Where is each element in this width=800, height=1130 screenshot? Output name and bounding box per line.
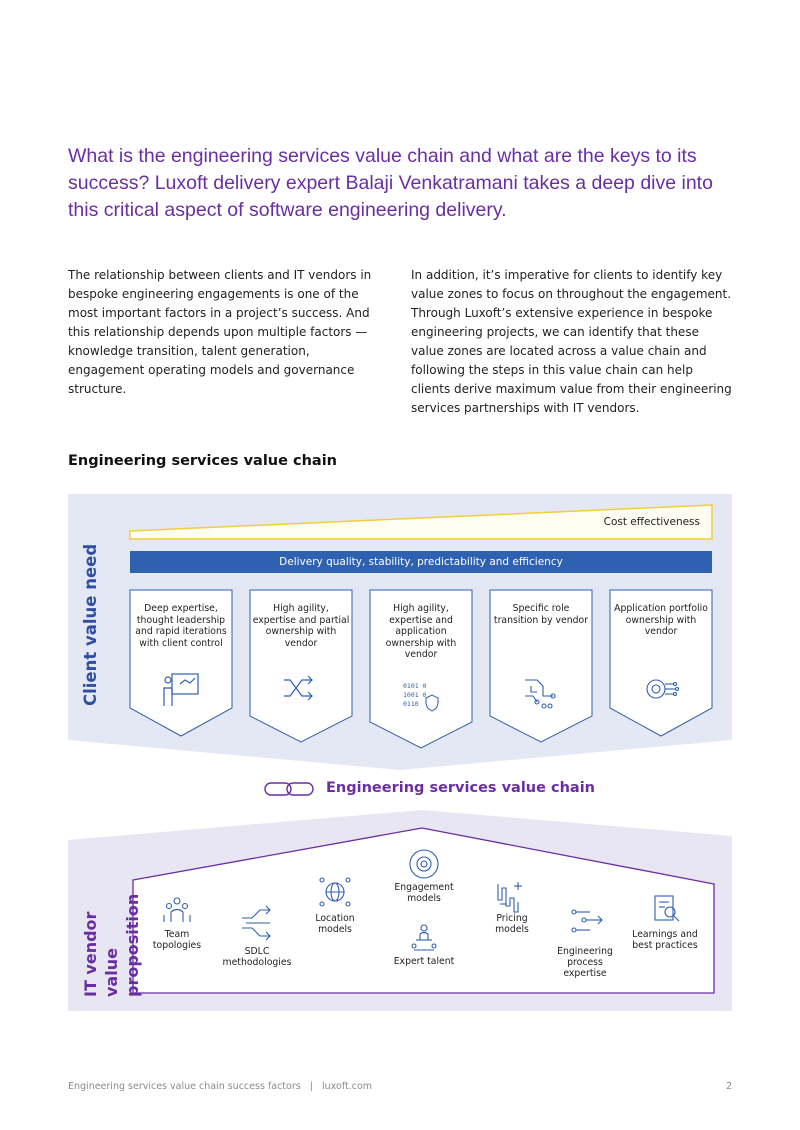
section-title: Engineering services value chain bbox=[68, 453, 337, 469]
card-3 bbox=[369, 589, 473, 749]
body-text-right: In addition, it’s imperative for clients… bbox=[411, 268, 732, 415]
vendor-item-sdlc-methodologies: SDLC methodologies bbox=[222, 946, 292, 968]
svg-text:1001 0: 1001 0 bbox=[403, 691, 427, 699]
globe-network-icon bbox=[319, 877, 351, 907]
gear-cycle-icon bbox=[409, 849, 439, 879]
card-2-text: High agility, expertise and partial owne… bbox=[252, 603, 350, 649]
expert-talent-icon bbox=[411, 924, 437, 951]
presenter-board-icon bbox=[163, 673, 199, 706]
gear-circuit-icon bbox=[646, 679, 680, 699]
vendor-item-team-topologies: Team topologies bbox=[152, 929, 202, 951]
card-2 bbox=[249, 589, 353, 743]
vendor-item-pricing-models: Pricing models bbox=[495, 913, 529, 935]
client-value-need-label: Client value need bbox=[81, 543, 100, 706]
card-5 bbox=[609, 589, 713, 737]
svg-text:0110: 0110 bbox=[403, 700, 419, 708]
team-icon bbox=[163, 897, 191, 922]
vendor-item-learnings-best-practices: Learnings and best practices bbox=[632, 929, 698, 951]
card-1 bbox=[129, 589, 233, 737]
vendor-house-outline bbox=[132, 827, 715, 994]
card-5-text: Application portfolio ownership with ven… bbox=[614, 603, 708, 637]
card-4 bbox=[489, 589, 593, 743]
page-number: 2 bbox=[725, 1081, 732, 1092]
binary-shield-icon: 0101 0 1001 0 0110 bbox=[403, 682, 439, 712]
vendor-item-location-models: Location models bbox=[315, 913, 355, 935]
cost-effectiveness-wedge bbox=[129, 504, 713, 540]
svg-text:0101 0: 0101 0 bbox=[403, 682, 427, 690]
card-3-text: High agility, expertise and application … bbox=[385, 603, 457, 660]
it-vendor-value-proposition-label: IT vendor value proposition bbox=[81, 893, 142, 997]
card-4-text: Specific role transition by vendor bbox=[493, 603, 589, 626]
vendor-item-engineering-process-expertise: Engineering process expertise bbox=[557, 946, 613, 979]
delivery-quality-band bbox=[130, 551, 712, 573]
delivery-quality-label: Delivery quality, stability, predictabil… bbox=[279, 556, 563, 568]
sdlc-arrows-icon bbox=[242, 905, 271, 941]
document-search-icon bbox=[654, 895, 680, 922]
body-text-left: The relationship between clients and IT … bbox=[68, 268, 372, 396]
pricing-chart-icon bbox=[497, 882, 522, 913]
card-1-text: Deep expertise, thought leadership and r… bbox=[135, 603, 227, 649]
vendor-item-expert-talent: Expert talent bbox=[393, 956, 455, 967]
intro-paragraph: What is the engineering services value c… bbox=[68, 145, 713, 221]
circuit-board-icon bbox=[525, 679, 556, 709]
process-network-icon bbox=[571, 909, 603, 933]
footer-text: Engineering services value chain success… bbox=[68, 1081, 373, 1092]
vendor-item-engagement-models: Engagement models bbox=[394, 882, 454, 904]
chain-link-icon bbox=[264, 782, 314, 796]
cost-effectiveness-label: Cost effectiveness bbox=[603, 516, 700, 528]
value-chain-title: Engineering services value chain bbox=[326, 780, 595, 796]
shuffle-arrows-icon bbox=[284, 675, 313, 701]
